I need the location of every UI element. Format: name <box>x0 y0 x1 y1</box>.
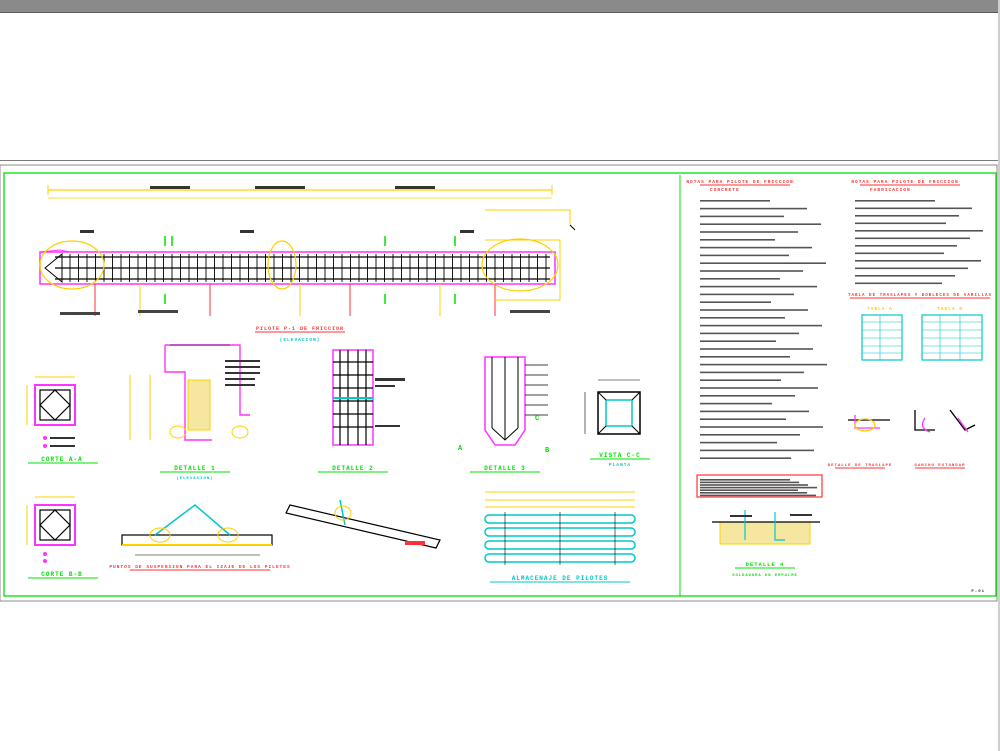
detalle-4-label: DETALLE 4 <box>746 561 785 568</box>
note-text-line <box>700 402 772 405</box>
note-text-line <box>700 489 798 491</box>
note-text-line <box>700 332 799 335</box>
vista-cc-label: VISTA C-C <box>599 452 640 459</box>
vista-c-c: VISTA C-C PLANTA <box>584 379 650 468</box>
note-text-line <box>700 492 807 494</box>
detalle-2: DETALLE 2 <box>318 349 405 473</box>
note-text-line <box>700 363 827 366</box>
note-text-line <box>700 285 817 288</box>
detalle-1-label: DETALLE 1 <box>174 465 215 472</box>
main-elevation-title: PILOTE P-1 DE FRICCION <box>256 326 344 332</box>
detalle-3: DETALLE 3 <box>470 356 548 473</box>
note-text-line <box>700 324 822 327</box>
note-text-line <box>700 262 826 264</box>
note-text-line <box>700 348 813 350</box>
note-text-line <box>700 270 803 272</box>
note-text-line <box>700 371 804 374</box>
note-text-line <box>855 207 972 210</box>
notes-column-1: NOTAS PARA PILOTE DE FRICCION CONCRETO <box>686 179 827 498</box>
storage-title: ALMACENAJE DE PILOTES <box>512 575 609 582</box>
sheet-top-edge <box>0 160 1000 161</box>
notes-2-subtitle: FABRICACION <box>870 187 911 193</box>
note-text-line <box>855 200 935 202</box>
note-text-line <box>700 309 808 311</box>
note-text-line <box>700 387 818 389</box>
section-marker-b: B <box>545 447 550 455</box>
lifting-points-detail: PUNTOS DE SUSPENSION PARA EL IZAJE DE LO… <box>109 499 441 571</box>
note-text-line <box>700 379 781 381</box>
notes-1-title: NOTAS PARA PILOTE DE FRICCION <box>686 179 793 185</box>
note-text-line <box>855 267 968 270</box>
table-b-label: TABLA B <box>937 306 963 312</box>
note-text-line <box>855 237 970 240</box>
note-text-line <box>700 494 816 497</box>
detalle-3-label: DETALLE 3 <box>484 465 525 472</box>
note-text-line <box>700 395 795 397</box>
note-text-line <box>700 207 807 210</box>
corte-b-b: CORTE B-B <box>26 496 98 579</box>
section-marker-c: C <box>535 415 540 423</box>
vista-cc-subtitle: PLANTA <box>609 462 631 468</box>
pile-storage-detail: ALMACENAJE DE PILOTES <box>484 491 636 583</box>
note-text-line <box>700 278 780 280</box>
note-text-line <box>700 340 776 342</box>
note-text-line <box>700 231 798 233</box>
notes-1-subtitle: CONCRETO <box>710 187 740 193</box>
standard-hook-label: GANCHO ESTANDAR <box>914 464 965 468</box>
corte-b-label: CORTE B-B <box>41 571 82 578</box>
corte-a-a: CORTE A-A <box>26 376 98 464</box>
note-text-line <box>700 246 812 249</box>
title-bar <box>0 0 1000 13</box>
note-text-line <box>700 215 784 218</box>
note-text-line <box>700 426 823 428</box>
note-text-line <box>700 410 809 413</box>
note-text-line <box>700 481 799 484</box>
detalle-1-subtitle: (ELEVACION) <box>176 476 213 481</box>
detalle-1: DETALLE 1 (ELEVACION) <box>129 344 260 481</box>
note-text-line <box>855 275 955 277</box>
note-text-line <box>700 301 771 303</box>
note-text-line <box>700 254 789 257</box>
detalle-4: DETALLE 4 SOLDADURA EN EMPALME <box>712 510 820 578</box>
note-text-line <box>700 449 814 452</box>
sheet-code: P-01 <box>971 590 985 594</box>
note-text-line <box>855 245 957 247</box>
section-marker-a: A <box>458 445 463 453</box>
note-text-line <box>700 434 800 436</box>
note-text-line <box>855 282 942 285</box>
lifting-points-title: PUNTOS DE SUSPENSION PARA EL IZAJE DE LO… <box>109 564 290 570</box>
note-text-line <box>700 457 791 459</box>
notes-2-title: NOTAS PARA PILOTE DE FRICCION <box>851 179 958 185</box>
scrollbar-track[interactable] <box>998 0 1000 751</box>
note-text-line <box>700 418 786 420</box>
note-text-line <box>855 215 959 217</box>
tables-title: TABLA DE TRASLAPES Y DOBLECES DE VARILLA… <box>848 294 992 298</box>
note-text-line <box>700 239 775 241</box>
main-elevation-subtitle: (ELEVACION) <box>280 337 321 343</box>
note-text-line <box>700 479 790 481</box>
note-text-line <box>700 293 794 296</box>
table-a-label: TABLA A <box>867 306 893 312</box>
splice-detail-label: DETALLE DE TRASLAPE <box>828 464 893 468</box>
main-pile-elevation: PILOTE P-1 DE FRICCION (ELEVACION) <box>39 185 576 343</box>
detalle-4-subtitle: SOLDADURA EN EMPALME <box>732 574 798 578</box>
note-text-line <box>700 356 790 358</box>
note-text-line <box>855 260 981 262</box>
detalle-2-label: DETALLE 2 <box>332 465 373 472</box>
corte-a-label: CORTE A-A <box>41 456 82 463</box>
drawing-frame <box>3 172 997 597</box>
note-text-line <box>855 252 944 255</box>
note-text-line <box>700 484 808 486</box>
note-text-line <box>700 441 777 444</box>
note-text-line <box>855 222 946 225</box>
note-text-line <box>700 223 821 225</box>
note-text-line <box>700 317 785 319</box>
note-text-line <box>700 486 817 489</box>
note-text-line <box>855 230 983 232</box>
notes-column-2: NOTAS PARA PILOTE DE FRICCION FABRICACIO… <box>828 179 992 469</box>
note-text-line <box>700 200 770 202</box>
